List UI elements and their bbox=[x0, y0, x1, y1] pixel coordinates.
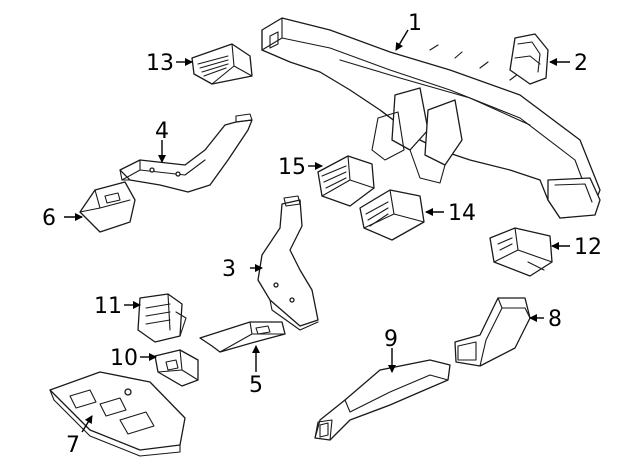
callout-11: 11 bbox=[94, 294, 122, 319]
leader-lines bbox=[64, 29, 570, 433]
part-15-vent[interactable] bbox=[317, 155, 375, 207]
callout-10: 10 bbox=[110, 346, 138, 371]
callout-7: 7 bbox=[66, 433, 80, 458]
callout-14: 14 bbox=[448, 201, 476, 226]
leader-1 bbox=[395, 29, 409, 51]
part-4-floor-duct[interactable] bbox=[119, 113, 253, 193]
part-3-vertical-duct[interactable] bbox=[257, 195, 319, 331]
part-7-floor-panel[interactable] bbox=[49, 371, 186, 457]
callout-6: 6 bbox=[42, 206, 56, 231]
callout-8: 8 bbox=[548, 307, 562, 332]
callout-labels: 1 2 3 4 5 6 7 8 9 10 11 12 13 14 15 bbox=[42, 11, 602, 458]
callout-5: 5 bbox=[249, 373, 263, 398]
part-10-duct-end[interactable] bbox=[154, 349, 199, 387]
callout-1: 1 bbox=[408, 11, 422, 36]
callout-15: 15 bbox=[278, 155, 306, 180]
part-12-vent-housing[interactable] bbox=[489, 227, 553, 277]
part-14-vent[interactable] bbox=[359, 189, 425, 241]
part-13-side-vent[interactable] bbox=[191, 43, 253, 85]
part-6-duct-end[interactable] bbox=[79, 181, 136, 233]
callout-13: 13 bbox=[146, 51, 174, 76]
part-1-main-duct[interactable] bbox=[261, 17, 601, 219]
callout-3: 3 bbox=[222, 257, 236, 282]
part-11-vent[interactable] bbox=[137, 293, 187, 343]
part-9-rear-duct[interactable] bbox=[314, 359, 451, 441]
leader-7 bbox=[81, 415, 93, 433]
callout-12: 12 bbox=[574, 235, 602, 260]
callout-4: 4 bbox=[155, 119, 169, 144]
callout-9: 9 bbox=[384, 327, 398, 352]
part-8-rear-duct[interactable] bbox=[454, 297, 531, 367]
part-5-floor-duct[interactable] bbox=[199, 321, 286, 353]
callout-2: 2 bbox=[574, 51, 588, 76]
part-2-vent-bracket[interactable] bbox=[509, 33, 549, 85]
